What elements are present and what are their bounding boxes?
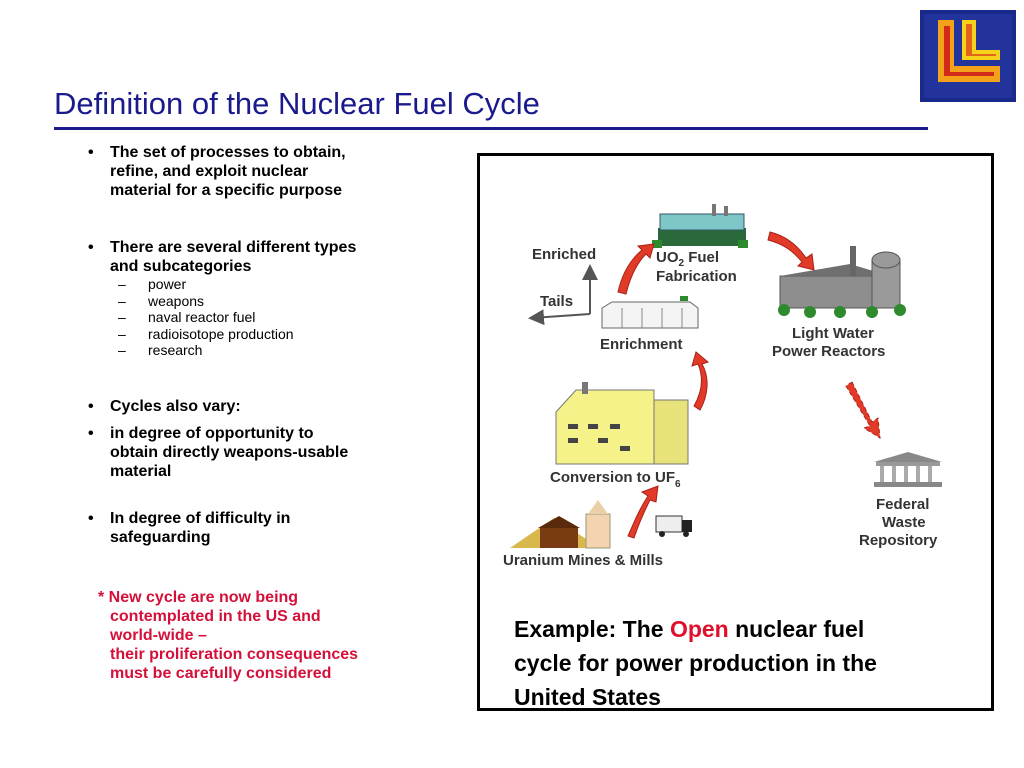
truck-icon	[655, 515, 692, 537]
open-highlight: Open	[669, 616, 729, 642]
mines-label: Uranium Mines & Mills	[503, 552, 663, 569]
enrichment-building-icon	[601, 296, 699, 329]
enriched-tails-axes	[528, 264, 598, 326]
federal-label: Federal	[876, 496, 929, 513]
bullet-types: • There are several different types and …	[88, 239, 357, 275]
bullet-difficulty: • In degree of difficulty in safeguardin…	[88, 509, 291, 546]
lwr-label-2: Power Reactors	[772, 343, 885, 360]
bullet-cycles: • Cycles also vary:	[88, 397, 241, 415]
uo2-label: UO2 Fuel	[656, 249, 719, 269]
arrow-conversion-to-enrichment	[691, 351, 710, 411]
uranium-mine-icon	[510, 500, 611, 549]
arrow-mines-to-conversion	[627, 485, 659, 539]
bullet-processes: • The set of processes to obtain, refine…	[88, 144, 346, 199]
fuel-cycle-diagram: Enriched Tails UO2 Fuel Fabrication Enri…	[503, 204, 942, 569]
conversion-building-icon	[555, 382, 689, 465]
lab-logo	[920, 10, 1016, 102]
repository-label: Repository	[859, 532, 938, 549]
sub-item: –weapons	[118, 292, 205, 309]
waste-label: Waste	[882, 514, 926, 531]
waste-repository-icon	[874, 452, 942, 487]
enriched-label: Enriched	[532, 246, 596, 263]
diagram-caption: Example: The Open nuclear fuel cycle for…	[514, 616, 877, 710]
arrow-fabrication-to-reactor	[767, 231, 815, 271]
conversion-label: Conversion to UF6	[550, 469, 681, 490]
page-title: Definition of the Nuclear Fuel Cycle	[54, 86, 540, 121]
cycle-arrows	[617, 231, 881, 539]
arrow-enrichment-to-fabrication	[617, 243, 655, 295]
fuel-cycle-frame: Enriched Tails UO2 Fuel Fabrication Enri…	[477, 153, 994, 711]
arrow-reactor-to-repository	[845, 381, 881, 439]
fuel-fabrication-building-icon	[652, 204, 748, 248]
tails-label: Tails	[540, 293, 573, 310]
light-water-reactor-icon	[778, 246, 906, 318]
sub-item: –research	[118, 342, 203, 358]
proliferation-note: * New cycle are now being contemplated i…	[98, 589, 359, 682]
bullet-list: • The set of processes to obtain, refine…	[88, 143, 438, 547]
bullet-opportunity: • in degree of opportunity to obtain dir…	[88, 424, 349, 480]
enrichment-label: Enrichment	[600, 336, 683, 353]
sub-item: –naval reactor fuel	[118, 309, 256, 325]
sub-item: –power	[118, 276, 187, 292]
title-divider	[54, 127, 928, 130]
lwr-label-1: Light Water	[792, 325, 874, 342]
fabrication-label: Fabrication	[656, 268, 737, 285]
sub-item: –radioisotope production	[118, 325, 294, 342]
